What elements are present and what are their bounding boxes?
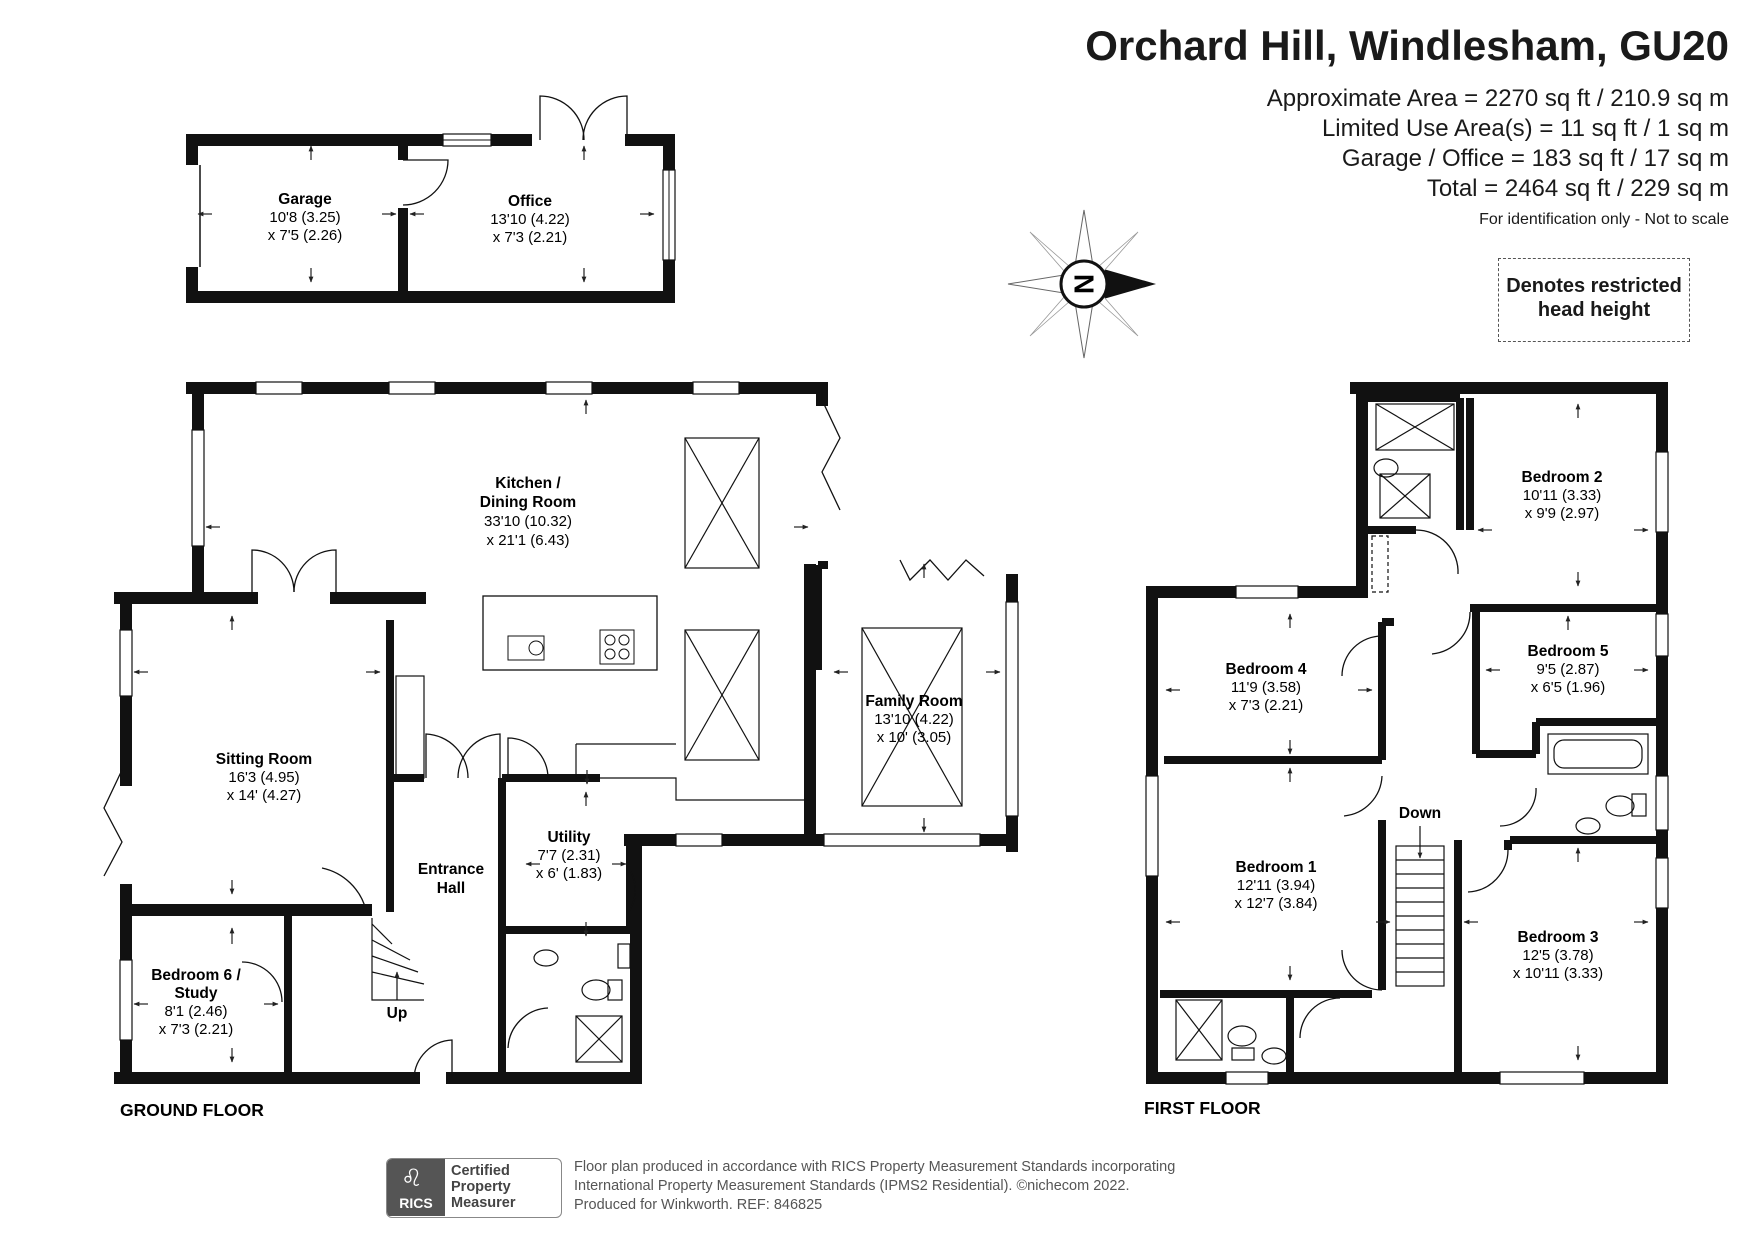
skylights — [684, 437, 963, 807]
scale-note: For identification only - Not to scale — [1479, 211, 1729, 228]
rics-lion-icon: ♌ — [401, 1165, 423, 1192]
rics-line2: Property — [451, 1179, 511, 1195]
bedroom6-name2: Study — [174, 985, 217, 1002]
room-labels: Garage 10'8 (3.25) x 7'5 (2.26) Office 1… — [151, 191, 1609, 1038]
ground-floor-doors — [103, 388, 985, 1079]
kitchen-dim2: x 21'1 (6.43) — [487, 532, 570, 549]
utility-dim1: 7'7 (2.31) — [538, 847, 601, 864]
footer-disclaimer: Floor plan produced in accordance with R… — [574, 1158, 1175, 1215]
utility-dim2: x 6' (1.83) — [536, 865, 602, 882]
bedroom5-dim1: 9'5 (2.87) — [1537, 661, 1600, 678]
compass-north-letter: N — [1069, 274, 1100, 294]
total-area: Total = 2464 sq ft / 229 sq m — [1426, 175, 1729, 202]
bedroom1-dim2: x 12'7 (3.84) — [1235, 895, 1318, 912]
office-french-doors — [402, 95, 628, 206]
sitting-room-dim2: x 14' (4.27) — [227, 787, 302, 804]
area-summary: Approximate Area = 2270 sq ft / 210.9 sq… — [1267, 84, 1729, 204]
family-room-name: Family Room — [865, 693, 962, 710]
bedroom2-dim2: x 9'9 (2.97) — [1525, 505, 1600, 522]
footer-line2: International Property Measurement Stand… — [574, 1178, 1130, 1194]
ground-floor-internal-walls — [284, 561, 828, 1072]
ground-floor-windows — [119, 381, 1019, 1041]
bedroom6-dim1: 8'1 (2.46) — [165, 1003, 228, 1020]
bedroom2-dim1: 10'11 (3.33) — [1523, 487, 1601, 504]
ground-floor-label: GROUND FLOOR — [120, 1100, 264, 1120]
kitchen-name1: Kitchen / — [495, 475, 561, 492]
entrance-hall-name1: Entrance — [418, 861, 485, 878]
entrance-hall-name2: Hall — [437, 880, 465, 897]
limited-use-area: Limited Use Area(s) = 11 sq ft / 1 sq m — [1321, 115, 1729, 142]
kitchen-name2: Dining Room — [480, 494, 576, 511]
kitchen-island — [482, 595, 658, 671]
dimension-arrows — [133, 145, 1649, 1063]
north-compass: N — [1007, 209, 1156, 359]
kitchen-units — [395, 675, 810, 801]
family-room-dim1: 13'10 (4.22) — [874, 711, 954, 728]
approximate-area: Approximate Area = 2270 sq ft / 210.9 sq… — [1266, 85, 1729, 112]
rics-word: RICS — [399, 1195, 433, 1211]
bedroom3-dim1: 12'5 (3.78) — [1522, 947, 1593, 964]
garage-dim1: 10'8 (3.25) — [269, 209, 340, 226]
bedroom5-dim2: x 6'5 (1.96) — [1531, 679, 1606, 696]
bedroom1-dim1: 12'11 (3.94) — [1237, 877, 1315, 894]
rics-certified-text: Certified Property Measurer — [451, 1163, 515, 1211]
first-bathroom-fixtures — [1175, 403, 1649, 1065]
bedroom4-dim2: x 7'3 (2.21) — [1229, 697, 1304, 714]
footer-line3: Produced for Winkworth. REF: 846825 — [574, 1197, 823, 1213]
utility-name: Utility — [547, 829, 590, 846]
rics-logo: ♌ RICS — [387, 1159, 445, 1216]
down-label: Down — [1399, 805, 1441, 822]
bedroom4-name: Bedroom 4 — [1226, 661, 1307, 678]
ground-bathroom-fixtures — [533, 949, 623, 1063]
sitting-room-dim1: 16'3 (4.95) — [228, 769, 299, 786]
restricted-legend-line2: head height — [1537, 299, 1651, 321]
bedroom2-name: Bedroom 2 — [1522, 469, 1603, 486]
office-dim1: 13'10 (4.22) — [490, 211, 570, 228]
kitchen-dim1: 33'10 (10.32) — [484, 513, 572, 530]
first-floor-stairs — [1395, 826, 1445, 987]
sitting-room-name: Sitting Room — [216, 751, 312, 768]
garage-office-area: Garage / Office = 183 sq ft / 17 sq m — [1341, 145, 1729, 172]
rics-line3: Measurer — [451, 1195, 516, 1211]
restricted-height-legend: Denotes restricted head height — [1498, 258, 1690, 342]
garage-office-outline — [186, 134, 675, 303]
bedroom6-dim2: x 7'3 (2.21) — [159, 1021, 234, 1038]
bedroom5-name: Bedroom 5 — [1528, 643, 1609, 660]
bedroom4-dim1: 11'9 (3.58) — [1231, 679, 1301, 696]
rics-line1: Certified — [451, 1163, 510, 1179]
first-floor-label: FIRST FLOOR — [1144, 1098, 1261, 1118]
office-name: Office — [508, 193, 552, 210]
office-dim2: x 7'3 (2.21) — [493, 229, 568, 246]
up-label: Up — [387, 1005, 408, 1022]
first-floor-doors — [1299, 529, 1537, 1039]
bedroom3-dim2: x 10'11 (3.33) — [1513, 965, 1603, 982]
office-window — [442, 133, 676, 261]
rics-badge: ♌ RICS Certified Property Measurer — [386, 1158, 562, 1218]
first-floor-windows — [1145, 451, 1669, 1085]
footer-line1: Floor plan produced in accordance with R… — [574, 1159, 1176, 1175]
garage-dim2: x 7'5 (2.26) — [268, 227, 343, 244]
bedroom1-name: Bedroom 1 — [1236, 859, 1317, 876]
family-room-dim2: x 10' (3.05) — [877, 729, 952, 746]
restricted-legend-line1: Denotes restricted — [1506, 275, 1682, 297]
first-floor-internal-walls — [1160, 394, 1662, 1072]
property-title: Orchard Hill, Windlesham, GU20 — [1085, 22, 1729, 69]
bedroom6-name1: Bedroom 6 / — [151, 967, 241, 984]
bedroom3-name: Bedroom 3 — [1518, 929, 1599, 946]
garage-name: Garage — [278, 191, 332, 208]
ground-stairs — [371, 918, 425, 1001]
